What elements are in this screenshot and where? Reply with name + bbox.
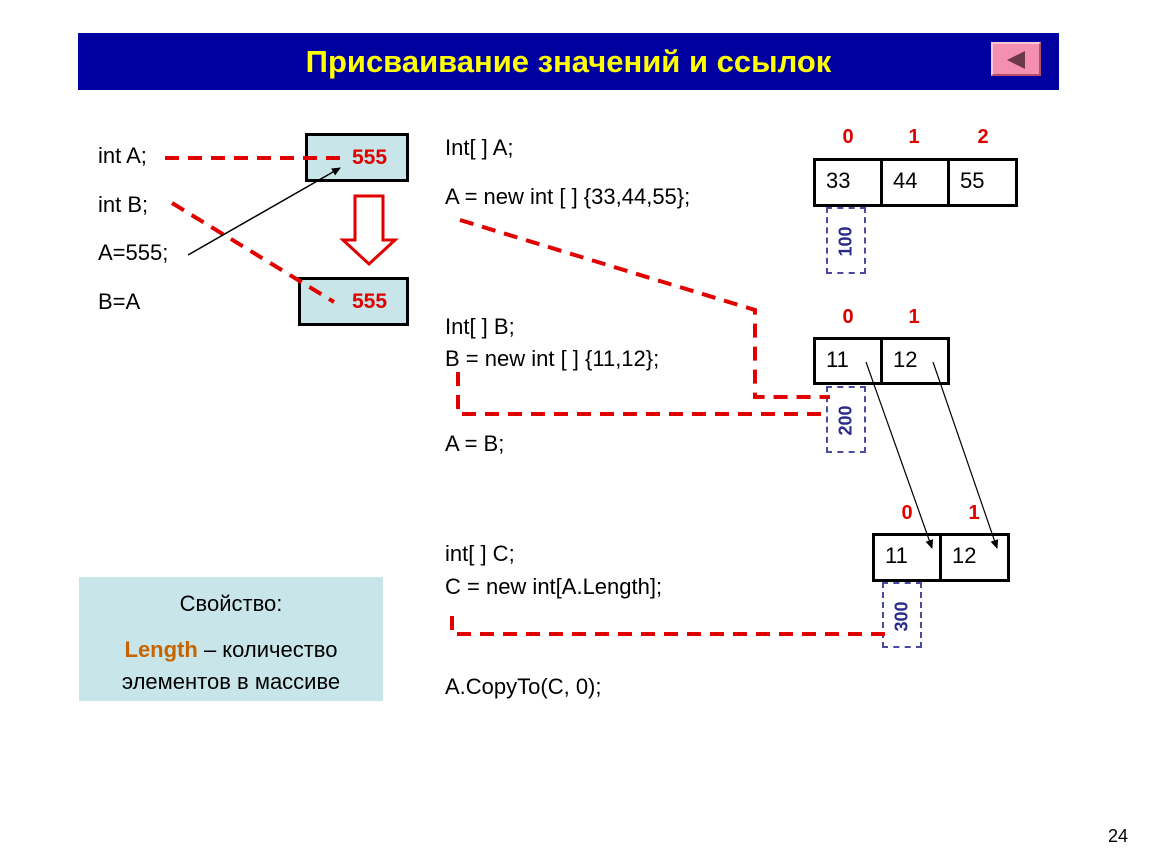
array2-address-box: 200 bbox=[826, 386, 866, 453]
info-heading: Свойство: bbox=[179, 591, 283, 616]
value-box-b: 555 bbox=[298, 277, 409, 326]
back-button[interactable] bbox=[991, 42, 1041, 76]
copy-arrow-1 bbox=[932, 361, 999, 549]
array1-cell-1: 44 bbox=[880, 158, 950, 207]
title-bar: Присваивание значений и ссылок bbox=[78, 33, 1059, 90]
info-box: Свойство: Length – количество элементов … bbox=[79, 577, 383, 701]
info-keyword: Length bbox=[124, 637, 198, 662]
code-array-a-decl: Int[ ] A; bbox=[445, 135, 514, 160]
array1-index-2: 2 bbox=[977, 126, 989, 148]
code-int-b: int B; bbox=[98, 192, 149, 217]
array2-cell-0: 11 bbox=[813, 337, 883, 385]
array3-index-0: 0 bbox=[901, 502, 913, 524]
info-description: – количество bbox=[197, 637, 338, 662]
array2-index-1: 1 bbox=[908, 306, 920, 328]
array1-cell-2: 55 bbox=[947, 158, 1018, 207]
code-assign-b: B=A bbox=[98, 289, 141, 314]
array3-address-box: 300 bbox=[882, 582, 922, 648]
code-array-a-new: A = new int [ ] {33,44,55}; bbox=[445, 184, 691, 209]
back-arrow-icon bbox=[1007, 51, 1025, 69]
ref-a-to-array bbox=[459, 218, 830, 399]
array3-index-1: 1 bbox=[968, 502, 980, 524]
info-line-1: Length – количество bbox=[79, 635, 383, 665]
code-assign-a: A=555; bbox=[98, 240, 169, 265]
link-int-b bbox=[170, 201, 336, 304]
array1-index-0: 0 bbox=[842, 126, 854, 148]
array1-index-1: 1 bbox=[908, 126, 920, 148]
array1-cell-0: 33 bbox=[813, 158, 883, 207]
array2-index-0: 0 bbox=[842, 306, 854, 328]
array2-cell-1: 12 bbox=[880, 337, 950, 385]
slide-title: Присваивание значений и ссылок bbox=[305, 44, 832, 79]
value-box-a: 555 bbox=[305, 133, 409, 182]
code-array-c-new: C = new int[A.Length]; bbox=[445, 574, 663, 599]
code-assign-ab: A = B; bbox=[445, 431, 505, 456]
copy-arrow-0 bbox=[865, 361, 934, 549]
page-number: 24 bbox=[1107, 826, 1128, 846]
code-int-a: int A; bbox=[98, 143, 147, 168]
array3-cell-0: 11 bbox=[872, 533, 942, 582]
code-copyto: A.CopyTo(C, 0); bbox=[445, 674, 602, 699]
array1-address-box: 100 bbox=[826, 207, 866, 274]
code-array-b-decl: Int[ ] B; bbox=[445, 314, 515, 339]
value-a: 555 bbox=[352, 146, 388, 169]
ref-c-to-array bbox=[450, 616, 885, 636]
info-line-2: элементов в массиве bbox=[121, 669, 341, 694]
value-b: 555 bbox=[352, 290, 388, 313]
copy-down-arrow-icon bbox=[339, 194, 399, 267]
code-array-b-new: B = new int [ ] {11,12}; bbox=[445, 346, 660, 371]
arrow-assign-555 bbox=[187, 167, 341, 256]
code-array-c-decl: int[ ] C; bbox=[445, 541, 515, 566]
ref-b-to-array bbox=[456, 372, 830, 416]
